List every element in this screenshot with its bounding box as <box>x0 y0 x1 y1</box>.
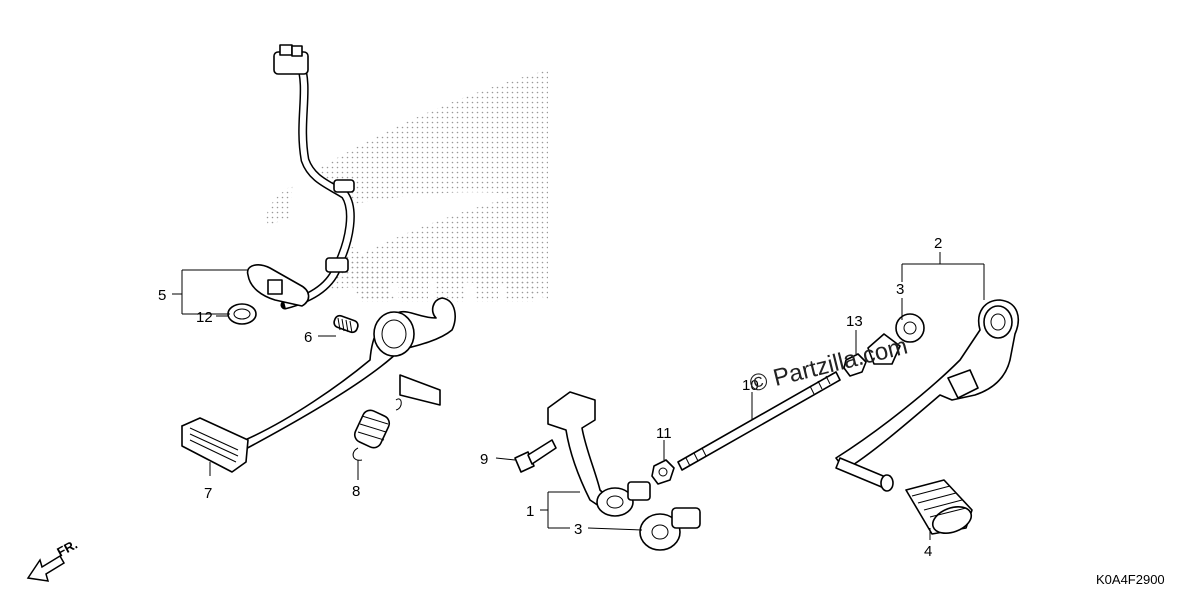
part-nut-upper <box>843 353 867 377</box>
callout-12: 12 <box>196 309 213 326</box>
part-gear-shift-pedal <box>835 299 1019 492</box>
part-shift-arm <box>547 391 651 517</box>
part-shift-pedal-rubber <box>905 479 973 535</box>
callout-2: 2 <box>934 235 942 252</box>
front-direction-indicator: FR. <box>26 537 80 582</box>
callout-11: 11 <box>656 425 672 442</box>
part-joint-upper <box>867 313 925 365</box>
callout-13: 13 <box>846 313 863 330</box>
part-nut <box>651 459 675 485</box>
callout-4: 4 <box>924 543 932 560</box>
callout-3-upper: 3 <box>896 281 904 298</box>
part-brake-hose-assembly <box>246 44 355 310</box>
diagram-code: K0A4F2900 <box>1096 572 1165 587</box>
part-return-spring-small <box>333 314 359 334</box>
front-label: FR. <box>54 537 80 560</box>
part-bolt <box>514 439 557 473</box>
part-clip <box>227 303 257 325</box>
honda-logo-lettering <box>360 268 534 302</box>
part-tie-rod <box>677 371 841 471</box>
partzilla-watermark: © Partzilla.com <box>747 333 910 398</box>
leader-lines <box>172 252 985 540</box>
callout-8: 8 <box>352 483 360 500</box>
part-joint-lower <box>639 507 701 551</box>
callout-5: 5 <box>158 287 166 304</box>
callout-3-lower: 3 <box>574 521 582 538</box>
callout-6: 6 <box>304 329 312 346</box>
callout-9: 9 <box>480 451 488 468</box>
callout-1: 1 <box>526 503 534 520</box>
callout-labels: 1 2 3 3 4 5 6 7 8 9 10 11 12 13 <box>158 235 942 560</box>
callout-7: 7 <box>204 485 212 502</box>
front-arrow-icon <box>26 554 66 582</box>
callout-10: 10 <box>742 377 759 394</box>
part-brake-pedal <box>181 297 456 473</box>
part-return-spring <box>352 398 402 461</box>
